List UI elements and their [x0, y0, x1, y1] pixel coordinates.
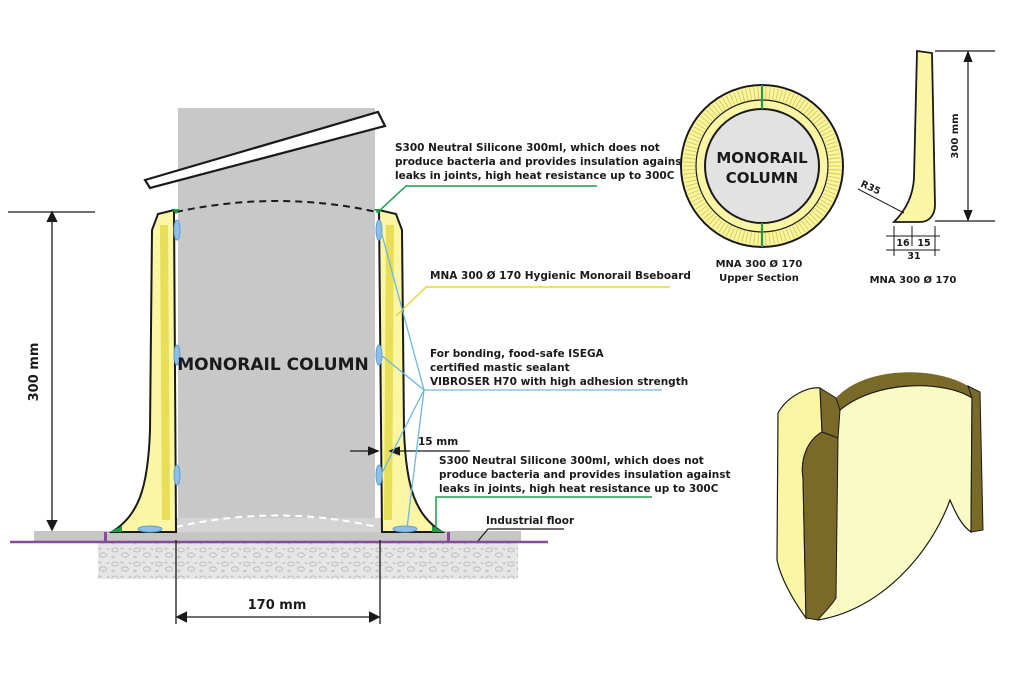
monorail-column: [178, 108, 375, 533]
height-dim-label: 300 mm: [27, 343, 42, 402]
leader-baseboard: [395, 286, 670, 317]
upper-caption-1: MNA 300 Ø 170: [716, 258, 803, 270]
radius-label: R35: [859, 179, 882, 198]
floor-joint-right: [447, 532, 450, 542]
shell-front-cut: [801, 431, 839, 621]
profile-height-dim: [935, 50, 995, 222]
rail-bracket: [143, 110, 387, 190]
upper-section-view: MONORAIL COLUMN MNA 300 Ø 170 Upper Sect…: [680, 84, 844, 284]
mastic-blobs: [137, 219, 418, 533]
top-curve: [175, 200, 378, 213]
floor-joint-left: [104, 532, 107, 542]
shell-right-edge: [967, 385, 984, 533]
gap-dimension: [350, 446, 470, 456]
shell-rim: [836, 372, 972, 410]
gravel-base: [98, 543, 518, 579]
upper-label-2: COLUMN: [726, 169, 798, 187]
leader-floor: [477, 528, 564, 542]
silicone-beads: [110, 209, 444, 532]
upper-caption-2: Upper Section: [719, 273, 799, 284]
main-section: 300 mm 170 mm MONORAIL COLUMN 15 mm: [8, 108, 734, 624]
callout-silicone-top: S300 Neutral Silicone 300ml, which does …: [395, 142, 690, 182]
column-footing: [168, 518, 384, 532]
height-dimension: [8, 210, 95, 532]
ring-hatching: [683, 87, 841, 245]
width-dimension: [175, 540, 381, 624]
profile-dim-b: 15: [917, 238, 930, 249]
floor-slab: [34, 531, 521, 543]
shell-top-cut: [819, 387, 841, 439]
leader-silicone-bottom: [435, 496, 652, 530]
shell-inner: [817, 385, 973, 621]
profile-height-label: 300 mm: [950, 113, 961, 158]
radius-leader: [857, 188, 905, 214]
profile-bottom-dims: [886, 226, 940, 256]
profile-view: 300 mm R35 16 15 31 MNA 300 Ø 170: [857, 49, 995, 286]
floor-label: Industrial floor: [486, 515, 575, 527]
callout-silicone-bottom: S300 Neutral Silicone 300ml, which does …: [439, 455, 734, 495]
profile-dim-total: 31: [907, 251, 920, 262]
column-label: MONORAIL COLUMN: [177, 355, 368, 375]
width-dim-label: 170 mm: [248, 598, 307, 613]
leader-silicone-top: [378, 185, 597, 212]
profile-dim-a: 16: [896, 238, 910, 249]
leader-mastic: [380, 230, 662, 529]
callout-mastic: For bonding, food-safe ISEGA certified m…: [430, 348, 688, 388]
profile-shape: [891, 49, 936, 223]
bottom-curve: [175, 514, 378, 528]
profile-caption: MNA 300 Ø 170: [870, 274, 957, 286]
upper-label-1: MONORAIL: [716, 149, 808, 167]
callout-baseboard: MNA 300 Ø 170 Hygienic Monorail Bseboard: [430, 270, 691, 282]
shell-3d-view: [776, 372, 984, 621]
gap-dim-label: 15 mm: [418, 436, 458, 448]
